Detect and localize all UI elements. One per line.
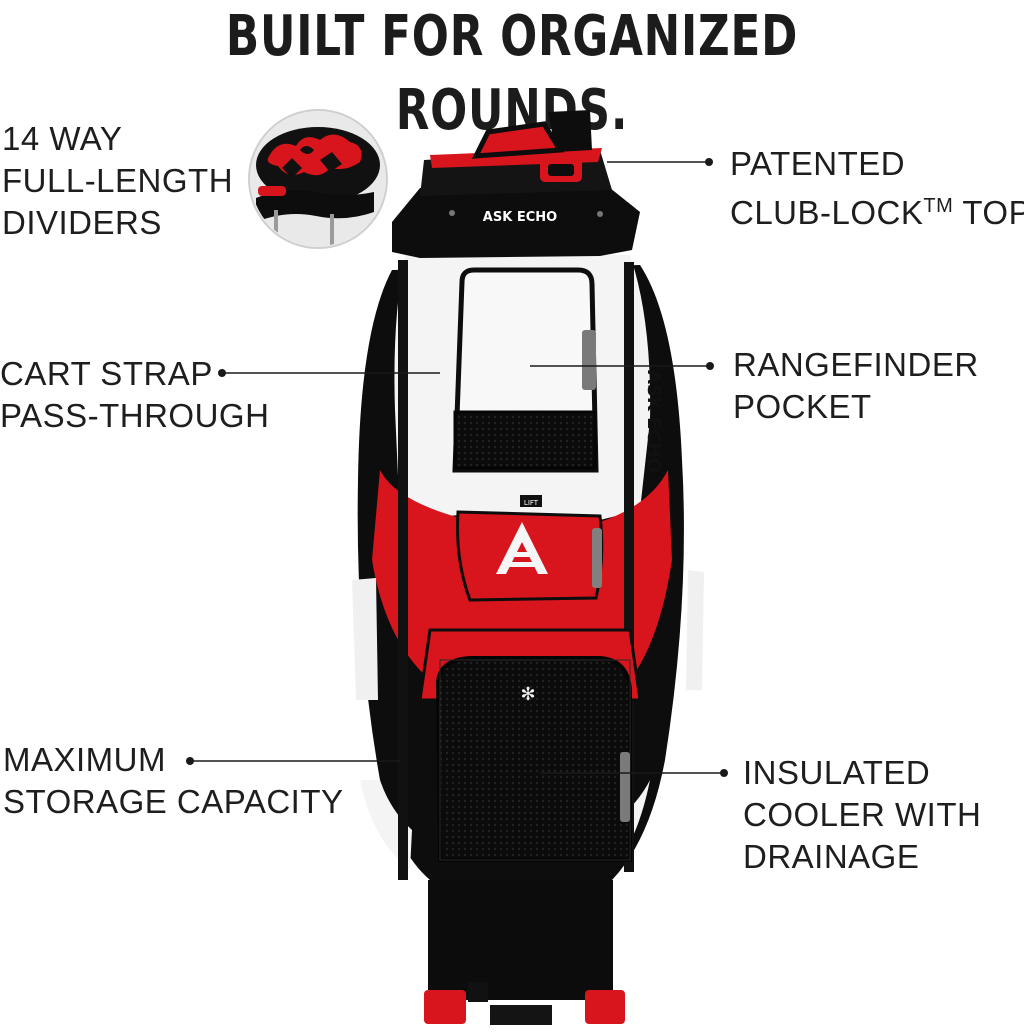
trademark-mark: TM bbox=[923, 195, 954, 217]
dividers-line-2: FULL-LENGTH bbox=[2, 162, 234, 199]
cooler-line-3: DRAINAGE bbox=[743, 838, 920, 875]
top-wordmark: ASK ECHO bbox=[483, 210, 557, 225]
cart-strap-dot bbox=[218, 369, 226, 377]
cart-strap-line-1: CART STRAP bbox=[0, 355, 213, 392]
club-lock-line-2: CLUB-LOCKTM TOP bbox=[730, 185, 1024, 234]
ask-echo-logo-icon bbox=[496, 522, 548, 574]
rangefinder-dot bbox=[706, 362, 714, 370]
dividers-callout: 14 WAY FULL-LENGTH DIVIDERS bbox=[2, 118, 233, 244]
club-lock-dot bbox=[705, 158, 713, 166]
leader-lines bbox=[186, 158, 728, 777]
rangefinder-pocket: LIFT bbox=[452, 267, 599, 507]
cooler-pocket: ✻ bbox=[418, 628, 642, 862]
club-lock-line-1: PATENTED bbox=[730, 145, 906, 182]
club-lock-top: ASK ECHO bbox=[392, 110, 640, 258]
divider-inset-image bbox=[248, 109, 388, 249]
club-lock-callout: PATENTED CLUB-LOCKTM TOP bbox=[730, 143, 1024, 234]
cooler-line-2: COOLER WITH bbox=[743, 796, 982, 833]
bag-base bbox=[424, 880, 625, 1025]
storage-callout: MAXIMUM STORAGE CAPACITY bbox=[3, 739, 344, 823]
rangefinder-callout: RANGEFINDER POCKET bbox=[733, 344, 979, 428]
storage-dot bbox=[186, 757, 194, 765]
club-lock-name: CLUB-LOCK bbox=[730, 194, 924, 231]
rangefinder-line-1: RANGEFINDER bbox=[733, 346, 979, 383]
dividers-line-3: DIVIDERS bbox=[2, 204, 162, 241]
lift-tag: LIFT bbox=[524, 499, 539, 507]
storage-line-2: STORAGE CAPACITY bbox=[3, 783, 344, 820]
side-wordmark: ASK ECHO bbox=[643, 370, 664, 473]
snowflake-icon: ✻ bbox=[520, 684, 535, 705]
rangefinder-line-2: POCKET bbox=[733, 388, 872, 425]
club-lock-suffix: TOP bbox=[953, 194, 1024, 231]
dividers-line-1: 14 WAY bbox=[2, 120, 123, 157]
cooler-dot bbox=[720, 769, 728, 777]
cart-strap-callout: CART STRAP PASS-THROUGH bbox=[0, 353, 269, 437]
cart-strap-line-2: PASS-THROUGH bbox=[0, 397, 270, 434]
logo-pocket bbox=[456, 510, 604, 602]
storage-line-1: MAXIMUM bbox=[3, 741, 166, 778]
cooler-line-1: INSULATED bbox=[743, 754, 931, 791]
cooler-callout: INSULATED COOLER WITH DRAINAGE bbox=[743, 752, 981, 878]
